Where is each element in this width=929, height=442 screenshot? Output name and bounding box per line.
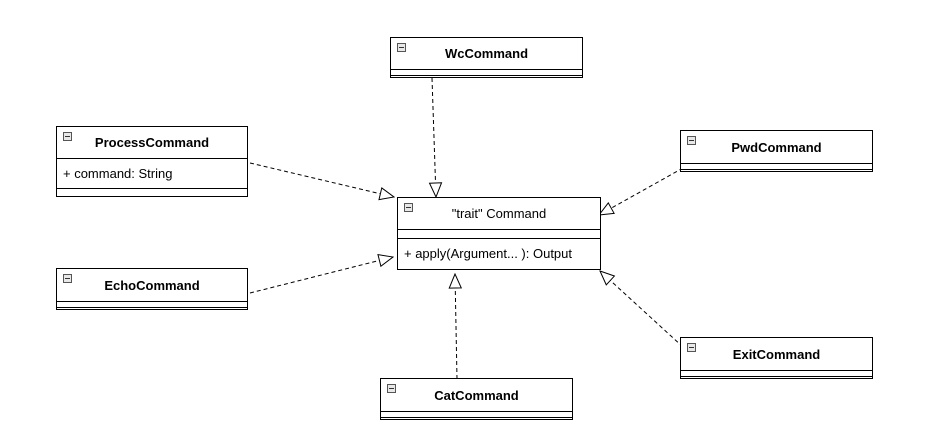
echo-realization-edge [249, 257, 393, 294]
class-title: ExitCommand [732, 346, 821, 362]
cat-command-class[interactable]: CatCommand [380, 378, 573, 420]
attribute-compartment [57, 301, 247, 307]
class-title: CatCommand [434, 387, 519, 403]
collapse-icon[interactable] [63, 274, 72, 283]
collapse-icon[interactable] [387, 384, 396, 393]
process-command-header: ProcessCommand [57, 127, 247, 158]
wc-command-header: WcCommand [391, 38, 582, 69]
operation-compartment: + apply(Argument... ): Output [398, 238, 600, 268]
attribute-compartment [681, 370, 872, 376]
attribute-command[interactable]: + command: String [63, 166, 173, 181]
attribute-compartment [391, 69, 582, 75]
echo-command-class[interactable]: EchoCommand [56, 268, 248, 310]
attribute-compartment [681, 163, 872, 169]
class-title: "trait" Command [451, 206, 547, 221]
method-apply[interactable]: + apply(Argument... ): Output [404, 246, 572, 261]
command-trait-class[interactable]: "trait" Command + apply(Argument... ): O… [397, 197, 601, 270]
attribute-compartment: + command: String [57, 158, 247, 188]
attribute-compartment [381, 411, 572, 417]
cat-realization-edge [455, 274, 457, 380]
echo-command-header: EchoCommand [57, 269, 247, 301]
pwd-command-class[interactable]: PwdCommand [680, 130, 873, 172]
collapse-icon[interactable] [687, 343, 696, 352]
attribute-compartment [398, 229, 600, 238]
pwd-command-header: PwdCommand [681, 131, 872, 163]
operation-compartment [57, 188, 247, 189]
exit-command-class[interactable]: ExitCommand [680, 337, 873, 379]
operation-compartment [381, 417, 572, 418]
operation-compartment [391, 75, 582, 76]
collapse-icon[interactable] [687, 136, 696, 145]
collapse-icon[interactable] [63, 132, 72, 141]
process-command-class[interactable]: ProcessCommand + command: String [56, 126, 248, 197]
command-trait-header: "trait" Command [398, 198, 600, 229]
operation-compartment [681, 169, 872, 170]
wc-realization-edge [432, 77, 436, 197]
process-realization-edge [249, 162, 394, 197]
collapse-icon[interactable] [397, 43, 406, 52]
cat-command-header: CatCommand [381, 379, 572, 411]
class-title: PwdCommand [731, 139, 822, 155]
operation-compartment [57, 307, 247, 308]
collapse-icon[interactable] [404, 203, 413, 212]
exit-realization-edge [600, 271, 684, 348]
class-title: WcCommand [444, 46, 529, 61]
wc-command-class[interactable]: WcCommand [390, 37, 583, 78]
exit-command-header: ExitCommand [681, 338, 872, 370]
class-title: EchoCommand [104, 277, 200, 293]
class-title: ProcessCommand [94, 135, 210, 150]
pwd-realization-edge [599, 167, 684, 215]
operation-compartment [681, 376, 872, 377]
